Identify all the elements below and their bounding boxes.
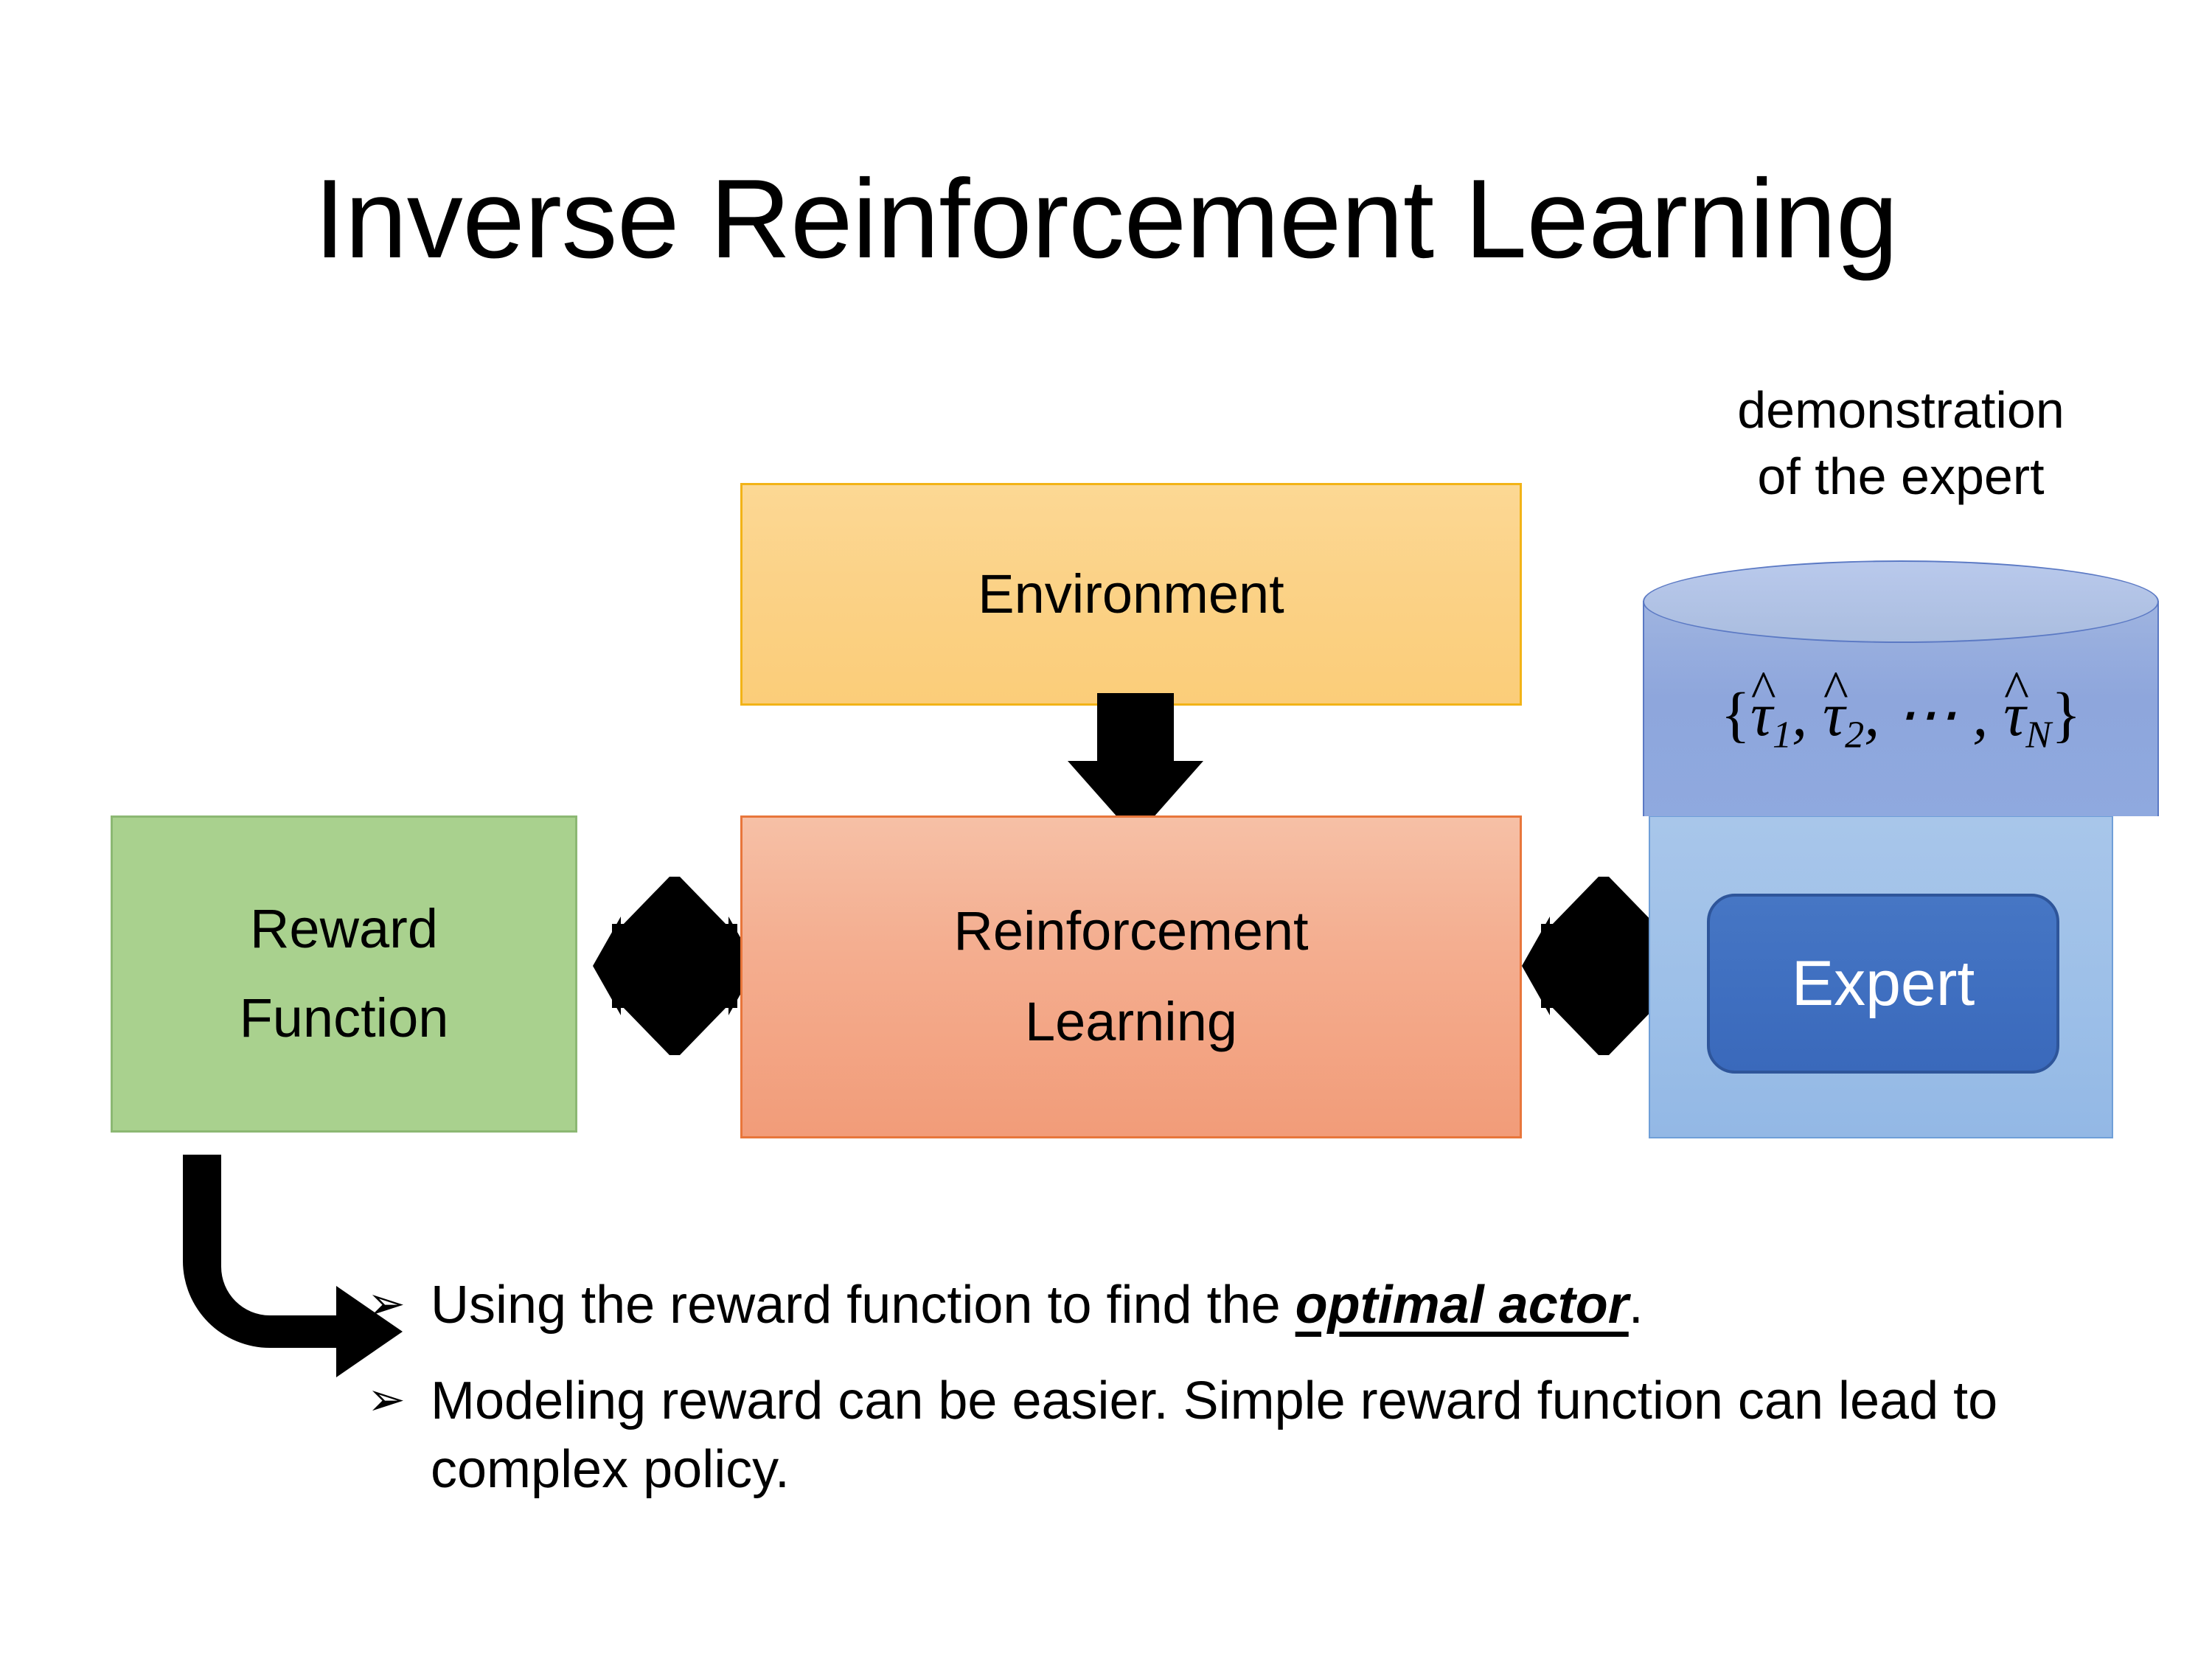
reward-to-bullets-elbow-arrow-icon (183, 1155, 403, 1377)
page-title: Inverse Reinforcement Learning (314, 156, 1898, 282)
bullet-marker-icon-1: ➢ (367, 1276, 406, 1330)
reward-function-label-line2: Function (239, 987, 449, 1048)
formula-hat-1: ^ (1750, 660, 1776, 720)
environment-box: Environment (740, 483, 1522, 706)
reward-to-rl-quad-arrow-icon (593, 877, 757, 1055)
formula-tau-glyph-n: τ (2003, 681, 2026, 749)
cylinder-top-ellipse (1643, 560, 2159, 643)
bullet-text-1-emphasis: optimal actor (1295, 1276, 1629, 1335)
formula-hat-2: ^ (1823, 660, 1848, 720)
reward-function-label-line1: Reward (249, 898, 438, 960)
formula-tau-n: ^τ (2003, 663, 2029, 749)
bullet-list: ➢ Using the reward function to find the … (367, 1271, 2034, 1531)
formula-tau-glyph-1: τ (1750, 681, 1773, 749)
environment-to-rl-arrow-icon (1068, 693, 1203, 838)
expert-chip-label: Expert (1791, 947, 1975, 1019)
demonstration-caption: demonstration of the expert (1635, 378, 2166, 509)
bullet-text-2: Modeling reward can be easier. Simple re… (431, 1371, 1998, 1500)
formula-tau-glyph-2: τ (1823, 681, 1846, 749)
bullet-text-1: Using the reward function to find the op… (431, 1271, 2034, 1340)
trajectory-cylinder: {^τ1, ^τ2, ⋯ , ^τN} (1643, 560, 2159, 857)
reward-function-box: Reward Function (111, 815, 577, 1133)
bullet-item-2: ➢ Modeling reward can be easier. Simple … (367, 1367, 2034, 1505)
formula-subscript-n: N (2025, 714, 2052, 757)
bullet-text-1-before: Using the reward function to find the (431, 1276, 1295, 1335)
formula-subscript-1: 1 (1773, 714, 1792, 757)
bullet-text-1-after: . (1628, 1276, 1644, 1335)
trajectory-set-formula: {^τ1, ^τ2, ⋯ , ^τN} (1643, 663, 2159, 757)
formula-close-brace: } (2051, 681, 2081, 749)
formula-tau-1: ^τ (1750, 663, 1776, 749)
formula-hat-n: ^ (2003, 660, 2029, 720)
formula-comma-1: , (1792, 681, 1808, 749)
environment-box-label: Environment (978, 563, 1284, 625)
reinforcement-learning-box: Reinforcement Learning (740, 815, 1522, 1138)
formula-tau-2: ^τ (1823, 663, 1848, 749)
bullet-item-1: ➢ Using the reward function to find the … (367, 1271, 2034, 1340)
rl-to-expert-quad-arrow-icon (1522, 877, 1686, 1055)
formula-subscript-2: 2 (1845, 714, 1865, 757)
demonstration-caption-line2: of the expert (1757, 447, 2045, 505)
bullet-marker-icon-2: ➢ (367, 1371, 406, 1426)
reinforcement-learning-label-line2: Learning (1024, 991, 1237, 1052)
formula-open-brace: { (1720, 681, 1750, 749)
demonstration-caption-line1: demonstration (1737, 381, 2065, 439)
formula-ellipsis: , ⋯ , (1864, 681, 1989, 749)
expert-chip: Expert (1707, 894, 2059, 1074)
reinforcement-learning-label-line1: Reinforcement (953, 900, 1309, 962)
